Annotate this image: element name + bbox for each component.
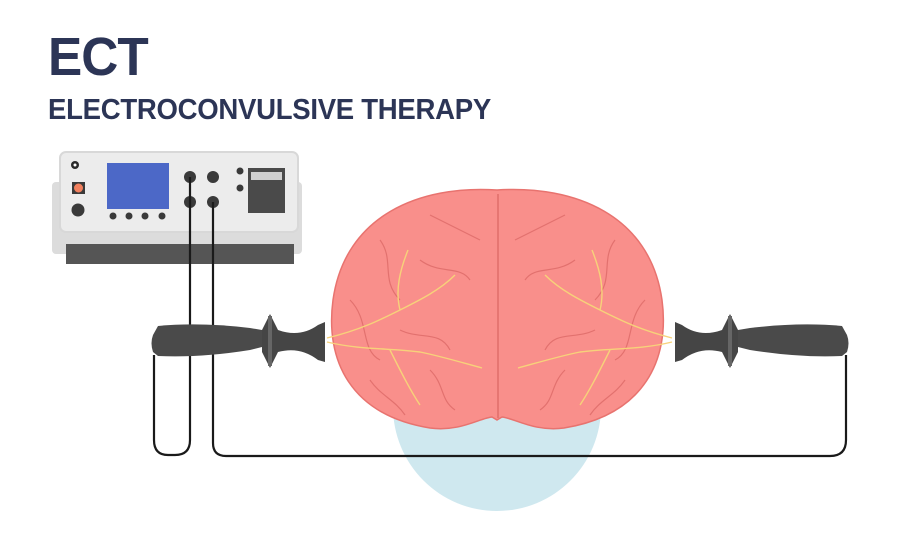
cables [152,177,848,458]
right-electrode [675,314,849,368]
knob [71,203,85,217]
page-title: ECT [48,27,149,87]
electrode-port [207,171,219,183]
device-screen [107,163,169,209]
brain [326,188,673,430]
ect-machine [52,151,302,264]
page-subtitle: ELECTROCONVULSIVE THERAPY [48,94,491,126]
left-electrode [151,314,325,368]
